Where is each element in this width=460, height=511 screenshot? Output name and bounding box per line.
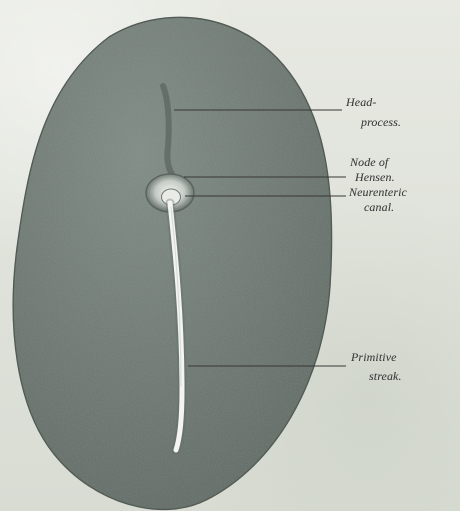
neurenteric-canal-label-line2: canal. (364, 201, 394, 213)
node-of-hensen-label-line1: Node of (350, 156, 388, 168)
node-of-hensen-label-line2: Hensen. (355, 171, 395, 183)
head-process-label-line2: process. (361, 116, 401, 128)
primitive-streak-label-line1: Primitive (351, 351, 397, 363)
primitive-streak-label-line2: streak. (369, 370, 402, 382)
head-process-label-line1: Head- (346, 96, 377, 108)
neurenteric-canal-label-line1: Neurenteric (349, 186, 407, 198)
